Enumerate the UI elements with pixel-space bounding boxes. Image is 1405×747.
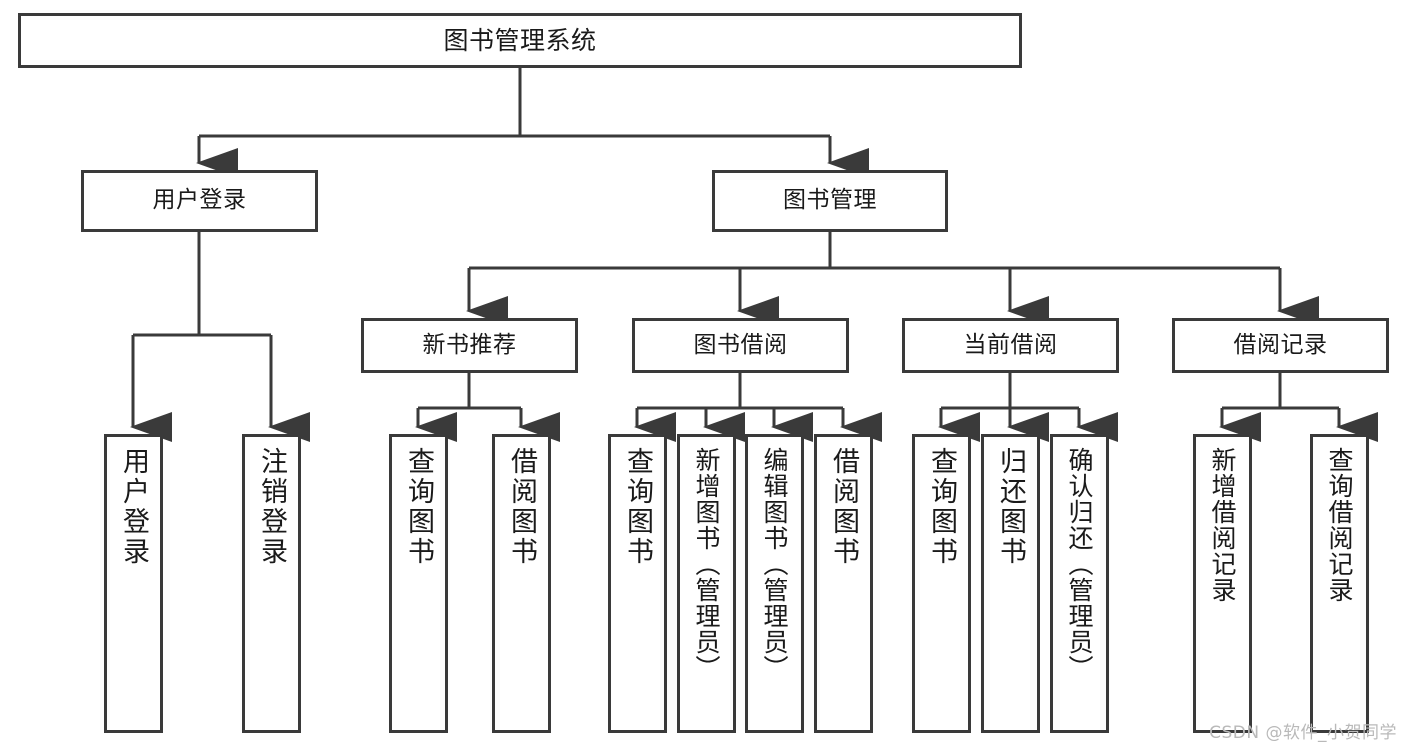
node-leaf-borrow-book-label: 借阅图书 <box>828 447 859 567</box>
node-leaf-query-book-borrow[interactable]: 查询图书 <box>608 434 667 733</box>
node-root[interactable]: 图书管理系统 <box>18 13 1022 68</box>
node-leaf-query-book-recommend[interactable]: 查询图书 <box>389 434 448 733</box>
node-leaf-edit-book-admin[interactable]: 编辑图书（管理员） <box>745 434 804 733</box>
node-leaf-add-borrow-record[interactable]: 新增借阅记录 <box>1193 434 1252 733</box>
node-current-borrow[interactable]: 当前借阅 <box>902 318 1119 373</box>
node-leaf-borrow-book[interactable]: 借阅图书 <box>814 434 873 733</box>
node-current-borrow-label: 当前借阅 <box>963 331 1058 358</box>
node-leaf-add-book-admin[interactable]: 新增图书（管理员） <box>677 434 736 733</box>
node-user-login[interactable]: 用户登录 <box>81 170 318 232</box>
node-leaf-add-borrow-record-label: 新增借阅记录 <box>1208 447 1237 603</box>
node-borrow-record-label: 借阅记录 <box>1233 331 1328 358</box>
node-leaf-query-book-borrow-label: 查询图书 <box>622 447 653 567</box>
node-leaf-logout-label: 注销登录 <box>256 447 287 567</box>
node-leaf-return-book[interactable]: 归还图书 <box>981 434 1040 733</box>
node-leaf-query-borrow-record[interactable]: 查询借阅记录 <box>1310 434 1369 733</box>
node-leaf-logout[interactable]: 注销登录 <box>242 434 301 733</box>
node-leaf-query-book-current[interactable]: 查询图书 <box>912 434 971 733</box>
node-leaf-query-book-current-label: 查询图书 <box>926 447 957 567</box>
node-root-label: 图书管理系统 <box>443 25 597 55</box>
node-leaf-edit-book-admin-label: 编辑图书（管理员） <box>760 447 789 681</box>
node-book-management-label: 图书管理 <box>783 187 877 214</box>
node-book-management[interactable]: 图书管理 <box>712 170 948 232</box>
node-leaf-borrow-book-recommend[interactable]: 借阅图书 <box>492 434 551 733</box>
node-book-borrow-label: 图书借阅 <box>693 331 788 358</box>
node-leaf-user-login-label: 用户登录 <box>118 447 149 567</box>
node-new-book-recommend-label: 新书推荐 <box>422 331 517 358</box>
node-leaf-query-book-recommend-label: 查询图书 <box>403 447 434 567</box>
node-leaf-confirm-return-admin-label: 确认归还（管理员） <box>1065 447 1094 681</box>
node-leaf-confirm-return-admin[interactable]: 确认归还（管理员） <box>1050 434 1109 733</box>
node-leaf-query-borrow-record-label: 查询借阅记录 <box>1325 447 1354 603</box>
node-leaf-return-book-label: 归还图书 <box>995 447 1026 567</box>
csdn-watermark: CSDN @软件_小贺同学 <box>1209 723 1397 743</box>
node-leaf-borrow-book-recommend-label: 借阅图书 <box>506 447 537 567</box>
node-book-borrow[interactable]: 图书借阅 <box>632 318 849 373</box>
node-leaf-user-login[interactable]: 用户登录 <box>104 434 163 733</box>
node-user-login-label: 用户登录 <box>152 187 247 214</box>
node-borrow-record[interactable]: 借阅记录 <box>1172 318 1389 373</box>
node-leaf-add-book-admin-label: 新增图书（管理员） <box>692 447 721 681</box>
node-new-book-recommend[interactable]: 新书推荐 <box>361 318 578 373</box>
